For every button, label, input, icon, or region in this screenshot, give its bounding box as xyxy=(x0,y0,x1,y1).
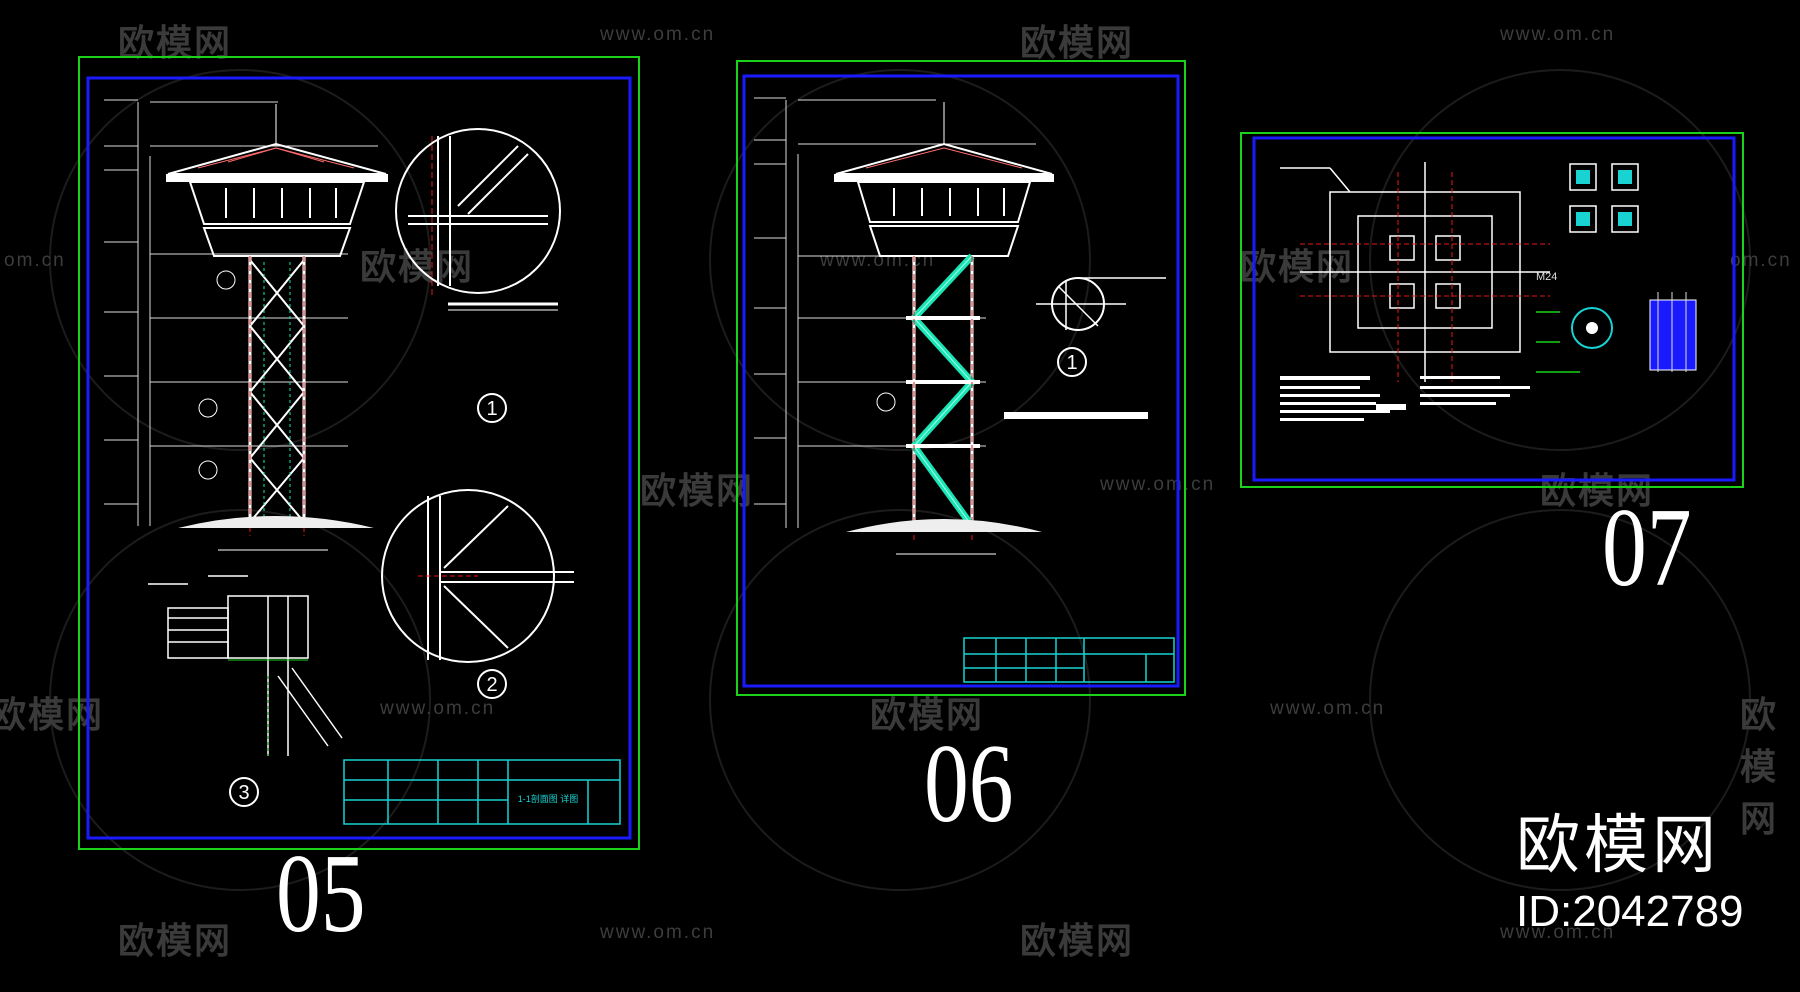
watermark-brand: 欧模网 xyxy=(0,695,105,736)
detail-label-3: 3 xyxy=(238,782,249,804)
watermark-brand: 欧模网 xyxy=(1020,921,1135,962)
detail-label-06-1: 1 xyxy=(1066,352,1077,374)
watermark-brand: 欧模网 xyxy=(1740,695,1779,840)
watermark-url: www.om.cn xyxy=(600,922,716,943)
title-block-caption-05: 1-1剖面图 详图 xyxy=(518,793,579,804)
watermark-brand: 欧模网 xyxy=(360,247,475,288)
watermark-url: www.om.cn xyxy=(1270,698,1386,719)
drawing-sheet-07[interactable]: M24 xyxy=(1240,132,1744,488)
sheet-number-06: 06 xyxy=(924,722,1014,846)
sheet-05-drawing: 1 2 3 1-1剖面图 详图 xyxy=(78,56,640,850)
detail-label-2: 2 xyxy=(486,674,497,696)
detail-label-1: 1 xyxy=(486,398,497,420)
bolt-label: M24 xyxy=(1536,271,1557,283)
watermark-url: om.cn xyxy=(1730,250,1792,271)
watermark-brand: 欧模网 xyxy=(1240,247,1355,288)
watermark-brand: 欧模网 xyxy=(1540,471,1655,512)
watermark-brand: 欧模网 xyxy=(1020,23,1135,64)
sheet-07-drawing: M24 xyxy=(1240,132,1744,488)
watermark-url: www.om.cn xyxy=(380,698,496,719)
watermark-brand: 欧模网 xyxy=(870,695,985,736)
sheet-number-05: 05 xyxy=(276,832,366,956)
watermark-brand: 欧模网 xyxy=(118,921,233,962)
drawing-sheet-06[interactable]: 1 xyxy=(736,60,1186,696)
sheet-number-07: 07 xyxy=(1602,486,1692,610)
watermark-url: om.cn xyxy=(4,250,66,271)
watermark-brand: 欧模网 xyxy=(640,471,755,512)
brand-id: ID:2042789 xyxy=(1516,887,1744,936)
drawing-sheet-05[interactable]: 1 2 3 1-1剖面图 详图 xyxy=(78,56,640,850)
watermark-url: www.om.cn xyxy=(1500,24,1616,45)
brand-logo-text: 欧模网 xyxy=(1516,809,1720,883)
sheet-06-drawing: 1 xyxy=(736,60,1186,696)
watermark-url: www.om.cn xyxy=(1500,922,1616,943)
watermark-url: www.om.cn xyxy=(600,24,716,45)
